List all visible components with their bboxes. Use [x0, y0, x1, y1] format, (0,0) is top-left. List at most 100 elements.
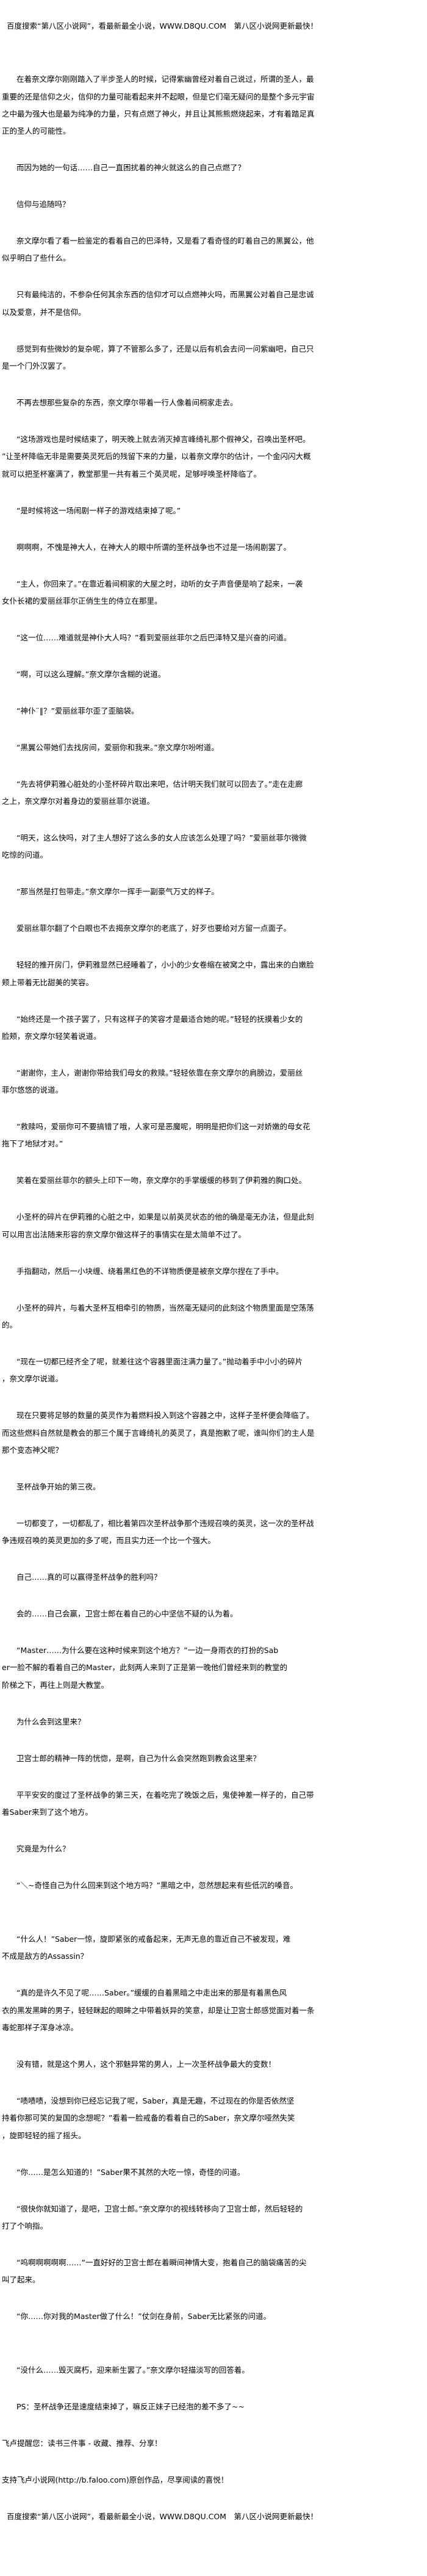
paragraph-line: 脸颊，奈文摩尔轻笑着说道。	[2, 1031, 101, 1041]
story-paragraph: “那当然是打包带走。”奈文摩尔一挥手一副豪气万丈的样子。	[2, 883, 423, 900]
paragraph-line: 那个变态神父呢？	[2, 1445, 63, 1455]
story-paragraph: “明天，这么快吗，对了主人想好了这么多的女人应该怎么处理了吗？”爱丽丝菲尔微微吃…	[2, 830, 423, 864]
story-paragraph: “主人，你回来了。”在靠近着间桐家的大屋之时，动听的女子声音便是响了起来，一袭女…	[2, 576, 423, 610]
story-paragraph: “这一位……难道就是神仆大人吗？”看到爱丽丝菲尔之后巴泽特又是兴奋的问道。	[2, 629, 423, 646]
story-paragraph: “神仆¨‖？”爱丽丝菲尔歪了歪脑袋。	[2, 703, 423, 720]
paragraph-line: 阶梯之下，再往上则是大教堂。	[2, 1680, 109, 1690]
paragraph-line: “这一位……难道就是神仆大人吗？”看到爱丽丝菲尔之后巴泽特又是兴奋的问道。	[16, 632, 292, 642]
story-paragraph: 卫宫士郎的精神一阵的恍惚，是啊，自己为什么会突然跑到教会这里来？	[2, 1750, 423, 1767]
paragraph-line: “啧啧啧，没想到你已经忘记我了呢，Saber，真是无趣，不过现在的你是否依然坚	[16, 2096, 295, 2105]
paragraph-line: “Master……为什么要在这种时候来到这个地方？”一边一身雨衣的打扮的Sab	[16, 1646, 279, 1655]
paragraph-line: 小圣杯的碎片在伊莉雅的心脏之中，如果是以前英灵状态的他的确是毫无办法，但是此刻	[16, 1212, 314, 1222]
paragraph-line: 打了个响指。	[2, 2221, 48, 2230]
paragraph-line: “谢谢你，主人，谢谢你带给我们母女的救赎。”轻轻依靠在奈文摩尔的肩膀边，爱丽丝	[16, 1068, 303, 1077]
support-text: 支持飞卢小说网(http://b.faloo.com)原创作品，尽享阅读的喜悦！	[2, 2475, 229, 2485]
paragraph-line: 笑着在爱丽丝菲尔的额头上印下一吻，奈文摩尔的手掌缓缓的移到了伊莉雅的胸口处。	[16, 1176, 307, 1185]
paragraph-line: 菲尔悠悠的说道。	[2, 1085, 63, 1095]
paragraph-line: 持着你那可笑的复国的念想呢？”看着一脸戒备的看着自己的Saber，奈文摩尔哑然失…	[2, 2113, 295, 2123]
story-paragraph: 不再去想那些复杂的东西，奈文摩尔带着一行人像着间桐家走去。	[2, 394, 423, 411]
paragraph-line: 在着奈文摩尔刚刚踏入了半步圣人的时候，记得紫幽曾经对着自己说过，所谓的圣人，最	[16, 74, 314, 84]
paragraph-line: 奈文摩尔看了看一脸鉴定的看着自己的巴泽特，又是看了看奇怪的盯着自己的黑翼公，他	[16, 236, 314, 246]
paragraph-line: “救赎吗，爱丽你可不要搞错了哦，人家可是恶魔呢，明明是把你们这一对娇嫩的母女花	[16, 1122, 310, 1132]
story-paragraph: 小圣杯的碎片，与着大圣杯互相牵引的物质，当然毫无疑问的此刻这个物质里面是空荡荡的…	[2, 1300, 423, 1334]
paragraph-line: “你……你对我的Master做了什么！”仗剑在身前，Saber无比紧张的问道。	[16, 2312, 271, 2321]
paragraph-line: “这场游戏也是时候结束了，明天晚上就去消灭掉言峰绮礼那个假神父，召唤出圣杯吧。	[16, 434, 310, 444]
story-paragraph: “呜啊啊啊啊啊……”一直好好的卫宫士郎在着瞬间神情大变，抱着自己的脑袋痛苦的尖叫…	[2, 2254, 423, 2289]
paragraph-line: “始终还是一个孩子罢了，只有这样子的笑容才是最适合她的呢。”轻轻的抚摸着少女的	[16, 1014, 303, 1024]
paragraph-line: “现在一切都已经齐全了呢，就差往这个容器里面注满力量了。”抛动着手中小小的碎片	[16, 1356, 303, 1366]
story-paragraph: 自己……真的可以赢得圣杯战争的胜利吗？	[2, 1569, 423, 1586]
paragraph-line: “啊，可以这么理解。”奈文摩尔含糊的说道。	[16, 669, 166, 679]
paragraph-line: “神仆¨‖？”爱丽丝菲尔歪了歪脑袋。	[16, 706, 139, 715]
story-paragraph: 而因为她的一句话……自己一直困扰着的神火就这么的自己点燃了？	[2, 159, 423, 176]
story-paragraph: 会的……自己会赢，卫宫士郎在着自己的心中坚信不疑的认为着。	[2, 1605, 423, 1623]
paragraph-line: “先去将伊莉雅心脏处的小圣杯碎片取出来吧，估计明天我们就可以回去了。”走在走廊	[16, 779, 303, 789]
story-paragraph: “现在一切都已经齐全了呢，就差往这个容器里面注满力量了。”抛动着手中小小的碎片 ，…	[2, 1353, 423, 1388]
site-banner-bottom: 百度搜索“第八区小说网”，看最新最全小说，WWW.D8QU.COM 第八区小说网…	[2, 2508, 423, 2525]
story-paragraph: “救赎吗，爱丽你可不要搞错了哦，人家可是恶魔呢，明明是把你们这一对娇嫩的母女花拖…	[2, 1118, 423, 1153]
paragraph-line: 感觉到有些微妙的复杂呢，算了不管那么多了，还是以后有机会去问一问紫幽吧，自己只	[16, 344, 314, 353]
paragraph-line: 不再去想那些复杂的东西，奈文摩尔带着一行人像着间桐家走去。	[16, 397, 238, 407]
paragraph-line: “主人，你回来了。”在靠近着间桐家的大屋之时，动听的女子声音便是响了起来，一袭	[16, 579, 303, 588]
story-paragraph: “真的是许久不见了呢……Saber。”缓缓的自着黑暗之中走出来的那是有着黑色风衣…	[2, 1984, 423, 2036]
paragraph-line: “你……是怎么知道的！”Saber果不其然的大吃一惊，奇怪的问道。	[16, 2167, 245, 2177]
story-paragraph: “先去将伊莉雅心脏处的小圣杯碎片取出来吧，估计明天我们就可以回去了。”走在走廊之…	[2, 776, 423, 811]
paragraph-line: 是一个门外汉罢了。	[2, 361, 71, 371]
story-paragraph: 只有最纯洁的，不参杂任何其余东西的信仰才可以点燃神火吗，而黑翼公对着自己是忠诚以…	[2, 286, 423, 321]
paragraph-line: 究竟是为什么？	[16, 1843, 70, 1853]
story-paragraph: “谢谢你，主人，谢谢你带给我们母女的救赎。”轻轻依靠在奈文摩尔的肩膀边，爱丽丝菲…	[2, 1065, 423, 1099]
paragraph-line: 卫宫士郎的精神一阵的恍惚，是啊，自己为什么会突然跑到教会这里来？	[16, 1753, 261, 1763]
paragraph-line: ，奈文摩尔说道。	[2, 1374, 63, 1384]
paragraph-line: 衣的黑发黑眸的男子，轻轻眯起的眼眸之中带着妖异的笑意，却是让卫宫士郎感觉面对着一…	[2, 2005, 315, 2015]
banner-text: 百度搜索“第八区小说网”，看最新最全小说，WWW.D8QU.COM 第八区小说网…	[7, 21, 318, 31]
story-paragraph: 现在只要将足够的数量的英灵作为着燃料投入到这个容器之中，这样子圣杯便会降临了。而…	[2, 1407, 423, 1459]
paragraph-line: 轻轻的推开房门，伊莉雅显然已经睡着了，小小的少女卷缩在被窝之中，露出来的白嫩脸	[16, 960, 314, 970]
paragraph-line: ”让圣杯降临无非是需要英灵死后的残留下来的力量，以着奈文摩尔的估计，一个金闪闪大…	[2, 452, 311, 461]
faloo-support: 支持飞卢小说网(http://b.faloo.com)原创作品，尽享阅读的喜悦！	[2, 2472, 423, 2489]
story-paragraph: “啧啧啧，没想到你已经忘记我了呢，Saber，真是无趣，不过现在的你是否依然坚持…	[2, 2093, 423, 2144]
ps-text: PS：圣杯战争还是速度结束掉了，嘛反正妹子已经泡的差不多了~~	[16, 2402, 245, 2412]
story-paragraph: 手指翻动，然后一小块缠、绕着黑红色的不详物质便是被奈文摩尔捏在了手中。	[2, 1263, 423, 1280]
paragraph-line: 似乎明白了些什么。	[2, 253, 71, 263]
paragraph-line: ，旋即轻轻的摇了摇头。	[2, 2130, 86, 2140]
paragraph-line: 叫了起来。	[2, 2275, 40, 2285]
chapter-page: 百度搜索“第八区小说网”，看最新最全小说，WWW.D8QU.COM 第八区小说网…	[2, 21, 423, 2525]
paragraph-line: “那当然是打包带走。”奈文摩尔一挥手一副豪气万丈的样子。	[16, 887, 219, 897]
chapter-body: 在着奈文摩尔刚刚踏入了半步圣人的时候，记得紫幽曾经对着自己说过，所谓的圣人，最重…	[2, 71, 423, 2379]
story-paragraph: 圣杯战争开始的第三夜。	[2, 1478, 423, 1496]
story-paragraph: 究竟是为什么？	[2, 1840, 423, 1858]
paragraph-line: 为什么会到这里来？	[16, 1717, 85, 1726]
paragraph-line: 之中最为强大也是最为纯净的力量，只有点燃了神火，并且让其熊熊燃烧起来，才有着踏足…	[2, 109, 315, 118]
paragraph-line: “很快你就知道了，是吧，卫宫士郎。”奈文摩尔的视线转移向了卫宫士郎，然后轻轻的	[16, 2204, 303, 2213]
paragraph-line: “什么人！”Saber一惊，旋即紧张的戒备起来，无声无息的靠近自己不被发现，难	[16, 1934, 291, 1944]
paragraph-line: 自己……真的可以赢得圣杯战争的胜利吗？	[16, 1572, 162, 1582]
paragraph-line: 可以用言出法随来形容的奈文摩尔做这样子的事情实在是太简单不过了。	[2, 1229, 246, 1239]
paragraph-line: 信仰与追随吗？	[16, 200, 70, 209]
story-paragraph: 感觉到有些微妙的复杂呢，算了不管那么多了，还是以后有机会去问一问紫幽吧，自己只是…	[2, 341, 423, 375]
author-ps-note: PS：圣杯战争还是速度结束掉了，嘛反正妹子已经泡的差不多了~~	[2, 2398, 423, 2415]
paragraph-line: 吃惊的问道。	[2, 850, 48, 860]
paragraph-line: 不成是敌方的Assassin？	[2, 1952, 88, 1961]
paragraph-line: 拖下了地狱才对。”	[2, 1139, 63, 1149]
story-paragraph: 为什么会到这里来？	[2, 1713, 423, 1731]
story-paragraph: 没有错，就是这个男人，这个邪魅异常的男人，上一次圣杯战争最大的变数！	[2, 2056, 423, 2073]
story-paragraph: “啊，可以这么理解。”奈文摩尔含糊的说道。	[2, 666, 423, 683]
paragraph-line: 平平安安的度过了圣杯战争的第三天，在着吃完了晚饭之后，鬼使神差一样子的，自己带	[16, 1790, 314, 1800]
story-paragraph: “你……是怎么知道的！”Saber果不其然的大吃一惊，奇怪的问道。	[2, 2164, 423, 2181]
banner-text: 百度搜索“第八区小说网”，看最新最全小说，WWW.D8QU.COM 第八区小说网…	[7, 2512, 318, 2522]
paragraph-line: 爱丽丝菲尔翻了个白眼也不去揭奈文摩尔的老底了，好歹也要给对方留一点面子。	[16, 924, 292, 933]
story-paragraph: “你……你对我的Master做了什么！”仗剑在身前，Saber无比紧张的问道。	[2, 2308, 423, 2325]
story-paragraph: 小圣杯的碎片在伊莉雅的心脏之中，如果是以前英灵状态的他的确是毫无办法，但是此刻可…	[2, 1209, 423, 1243]
paragraph-line: 没有错，就是这个男人，这个邪魅异常的男人，上一次圣杯战争最大的变数！	[16, 2059, 276, 2069]
paragraph-line: 啊啊啊，不愧是神大人，在神大人的眼中所谓的圣杯战争也不过是一场闹剧罢了。	[16, 542, 292, 552]
story-paragraph: “什么人！”Saber一惊，旋即紧张的戒备起来，无声无息的靠近自己不被发现，难不…	[2, 1931, 423, 1966]
paragraph-line: 现在只要将足够的数量的英灵作为着燃料投入到这个容器之中，这样子圣杯便会降临了。	[16, 1411, 314, 1420]
paragraph-line: 着Saber来到了这个地方。	[2, 1807, 93, 1817]
story-paragraph: “这场游戏也是时候结束了，明天晚上就去消灭掉言峰绮礼那个假神父，召唤出圣杯吧。 ”…	[2, 431, 423, 483]
story-paragraph: 轻轻的推开房门，伊莉雅显然已经睡着了，小小的少女卷缩在被窝之中，露出来的白嫩脸颊…	[2, 957, 423, 991]
paragraph-line: 之上，奈文摩尔对着身边的爱丽丝菲尔说道。	[2, 797, 155, 806]
paragraph-line: 女仆长裙的爱丽丝菲尔正俏生生的侍立在那里。	[2, 596, 162, 606]
paragraph-line: “＼~奇怪自己为什么回来到这个地方吗？”黑暗之中，忽然想起来有些低沉的嗓音。	[16, 1880, 298, 1890]
story-paragraph: 平平安安的度过了圣杯战争的第三天，在着吃完了晚饭之后，鬼使神差一样子的，自己带着…	[2, 1787, 423, 1822]
story-paragraph: 奈文摩尔看了看一脸鉴定的看着自己的巴泽特，又是看了看奇怪的盯着自己的黑翼公，他似…	[2, 233, 423, 267]
